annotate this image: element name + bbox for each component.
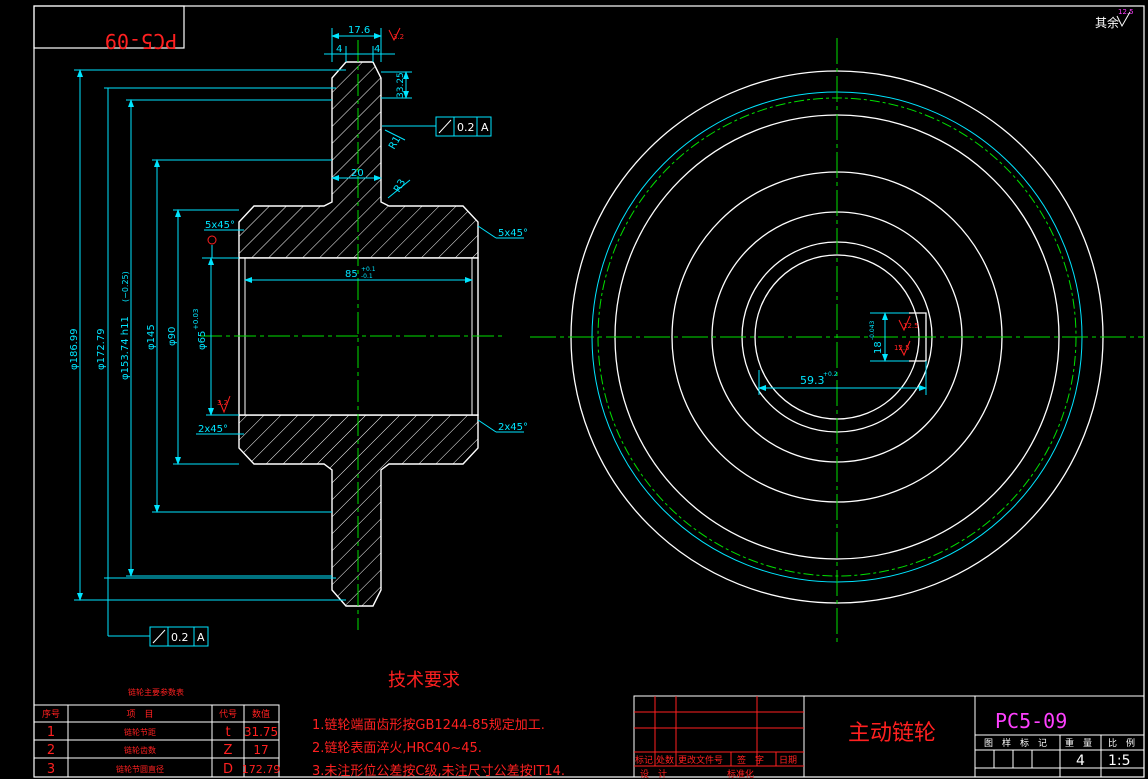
dim-rough-key-b: 12.5 xyxy=(894,344,910,352)
title-block: 标记 处数 更改文件号 签 字 日期 设 计 标准化 主动链轮 PC5-09 图… xyxy=(633,695,1145,779)
tolerance-top-datum: A xyxy=(481,121,489,134)
drawing-number: PC5-09 xyxy=(995,709,1067,733)
table-cell: Z xyxy=(224,743,233,758)
diameter-dimensions xyxy=(74,69,346,637)
roughness-note-text: 其余 xyxy=(1095,15,1119,30)
dim-dia-153: φ153.74 h11 xyxy=(120,316,131,380)
roughness-symbol-icon xyxy=(1116,11,1131,28)
runout-symbol-icon xyxy=(438,119,452,134)
roughness-top-icon xyxy=(388,27,401,42)
row-design: 设 计 xyxy=(640,768,667,779)
dim-dia-172: φ172.79 xyxy=(96,328,107,370)
dim-chamfer-2x45-left: 2x45° xyxy=(198,424,228,435)
rev-header-date: 日期 xyxy=(779,755,797,766)
chamfer-leaders xyxy=(196,225,524,435)
attr-header-weight: 重 量 xyxy=(1065,737,1092,749)
param-header-no: 序号 xyxy=(42,708,60,720)
tolerance-frame-top: 0.2 A xyxy=(382,116,492,137)
dim-keyway-width: 18 xyxy=(873,341,884,354)
front-view: 18 -0.043 59.3 +0.2 12.5 12.5 xyxy=(530,38,1144,646)
dim-keyway-width-tol: -0.043 xyxy=(869,320,876,340)
top-width-dimensions xyxy=(244,28,473,283)
dim-chamfer-5x45-left: 5x45° xyxy=(205,220,235,231)
dim-hub-length-tol-up: +0.1 xyxy=(361,266,376,273)
tolerance-frame-bottom: 0.2 A xyxy=(149,626,209,647)
part-name: 主动链轮 xyxy=(848,721,936,746)
tech-note-2: 2.链轮表面淬火,HRC40~45. xyxy=(312,741,482,756)
table-cell: 链轮节距 xyxy=(124,727,156,737)
table-cell: 1 xyxy=(47,725,55,740)
roughness-key-a-icon xyxy=(898,315,911,332)
roughness-note: 其余 12.5 xyxy=(1095,8,1134,30)
dim-keyway-depth-tol: +0.2 xyxy=(823,371,838,378)
dim-chamfer-right: 4 xyxy=(374,44,380,55)
table-cell: 3 xyxy=(47,762,55,777)
rotated-drawing-number-box: PC5-09 xyxy=(33,5,185,53)
roughness-note-value: 12.5 xyxy=(1118,8,1134,16)
roughness-key-b-icon xyxy=(898,340,911,357)
runout-symbol-icon xyxy=(152,629,166,644)
datum-marker-icon xyxy=(207,235,217,245)
tolerance-bottom-value: 0.2 xyxy=(171,631,189,644)
tech-requirements-title: 技术要求 xyxy=(388,670,460,691)
dim-rough-key-a: 12.5 xyxy=(903,322,919,330)
dim-roughness-top: 3.2 xyxy=(393,33,404,41)
dim-dia-65: φ65 xyxy=(197,331,208,350)
rev-header-sign: 签 字 xyxy=(737,754,764,766)
drawing-number-rotated: PC5-09 xyxy=(105,29,177,53)
tolerance-top-value: 0.2 xyxy=(457,121,475,134)
attr-header-mark: 图 样 标 记 xyxy=(984,737,1047,749)
dim-dia-65-tol: +0.03 xyxy=(192,309,200,330)
table-cell: 31.75 xyxy=(244,725,278,739)
table-cell: 2 xyxy=(47,743,55,758)
table-cell: D xyxy=(223,762,233,777)
dim-chamfer-2x45-right: 2x45° xyxy=(498,422,528,433)
dim-hub-length-tol-dn: -0.1 xyxy=(361,273,373,280)
param-header-code: 代号 xyxy=(219,709,237,720)
attr-header-scale: 比 例 xyxy=(1108,737,1135,749)
dim-dia-186: φ186.99 xyxy=(69,328,80,370)
weight-value: 4 xyxy=(1076,753,1085,769)
parameter-table: 链轮主要参数表 序号 项 目 代号 数值 1 链轮节距 t 31.75 2 链轮… xyxy=(33,687,281,778)
section-view xyxy=(200,40,505,630)
rev-header-count: 处数 xyxy=(656,754,674,766)
roughness-bore-icon xyxy=(218,395,231,414)
table-cell: 链轮齿数 xyxy=(124,745,156,755)
param-header-item: 项 目 xyxy=(126,709,153,720)
dim-radius-r3: R3 xyxy=(392,177,408,194)
dim-dia-90: φ90 xyxy=(167,327,178,346)
tolerance-bottom-datum: A xyxy=(197,631,205,644)
dim-chamfer-left: 4 xyxy=(336,44,342,55)
tech-note-1: 1.链轮端面齿形按GB1244-85规定加工. xyxy=(312,718,545,733)
dim-tooth-height: 33.25 xyxy=(396,72,406,98)
table-cell: 17 xyxy=(253,743,268,757)
scale-value: 1:5 xyxy=(1108,753,1131,769)
dim-keyway-depth: 59.3 xyxy=(800,374,825,387)
dim-radius-r1: R1 xyxy=(387,134,403,151)
dim-width-top: 17.6 xyxy=(348,25,370,36)
param-header-value: 数值 xyxy=(252,708,270,720)
dim-roughness-bore: 3.2 xyxy=(217,399,228,407)
row-standardization: 标准化 xyxy=(727,768,754,779)
tech-note-3: 3.未注形位公差按C级,未注尺寸公差按IT14. xyxy=(312,764,565,779)
table-cell: 链轮节圆直径 xyxy=(116,764,164,774)
rev-header-doc: 更改文件号 xyxy=(678,754,723,766)
dim-dia-153-tol: (−0.25) xyxy=(121,271,130,302)
dim-hub-length: 85 xyxy=(345,269,358,280)
dim-chamfer-5x45-right: 5x45° xyxy=(498,228,528,239)
param-table-title: 链轮主要参数表 xyxy=(128,687,184,697)
rev-header-mark: 标记 xyxy=(635,754,653,766)
dim-tooth-width: 20 xyxy=(351,168,364,179)
drawing-frame xyxy=(33,5,1145,778)
table-cell: t xyxy=(225,725,230,740)
table-cell: 172.79 xyxy=(242,763,281,776)
dim-dia-145: φ145 xyxy=(146,324,157,350)
